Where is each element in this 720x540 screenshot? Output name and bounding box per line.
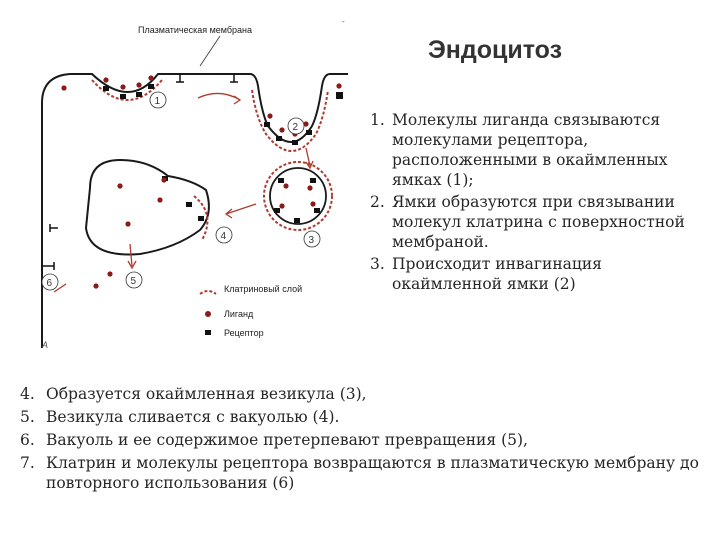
list-item: 7.Клатрин и молекулы рецептора возвращаю… bbox=[20, 454, 699, 492]
legend-clathrin: Клатриновый слой bbox=[224, 284, 302, 294]
list-item: 5.Везикула сливается с вакуолью (4). bbox=[20, 408, 340, 426]
panel-letter: A bbox=[41, 340, 48, 350]
process-arrows bbox=[53, 92, 314, 293]
legend-ligand-swatch bbox=[205, 311, 211, 317]
receptors-pit-2 bbox=[264, 122, 312, 145]
membrane-label: Плазматическая мембрана bbox=[138, 25, 252, 35]
svg-text:1: 1 bbox=[155, 96, 161, 107]
list-item: 3.Происходит инвагинация окаймленной ямк… bbox=[370, 255, 602, 293]
list-item: 2.Ямки образуются при связывании молекул… bbox=[370, 193, 685, 251]
steps-bottom-list: 4.Образуется окаймленная везикула (3), 5… bbox=[20, 384, 710, 496]
vacuole-4 bbox=[84, 158, 210, 256]
legend-receptor-swatch bbox=[205, 330, 211, 335]
legend-clathrin-swatch bbox=[199, 290, 217, 295]
list-item: 4.Образуется окаймленная везикула (3), bbox=[20, 385, 367, 403]
legend-ligand: Лиганд bbox=[224, 309, 254, 319]
legend: Клатриновый слой Лиганд Рецептор bbox=[199, 284, 302, 338]
coated-vesicle-3 bbox=[269, 167, 327, 225]
plasma-membrane bbox=[41, 73, 348, 336]
endocytosis-diagram: Плазматическая мембрана - bbox=[41, 18, 348, 350]
receptors-pit-1 bbox=[103, 84, 154, 99]
clathrin-coat-pit-1 bbox=[91, 79, 163, 101]
svg-text:6: 6 bbox=[47, 278, 53, 289]
surface-receptors bbox=[42, 74, 238, 270]
clathrin-coat-pit-2 bbox=[251, 89, 329, 152]
vacuole-5 bbox=[93, 271, 113, 289]
membrane-label-pointer bbox=[199, 35, 221, 67]
svg-text:4: 4 bbox=[221, 231, 227, 242]
ligands-pit-1 bbox=[103, 75, 154, 90]
legend-receptor: Рецептор bbox=[224, 328, 264, 338]
slide-title: Эндоцитоз bbox=[428, 36, 563, 64]
list-item: 1.Молекулы лиганда связываются молекулам… bbox=[370, 111, 668, 189]
vesicle-clathrin-coat bbox=[263, 161, 333, 231]
list-item: 6.Вакуоль и ее содержимое претерпевают п… bbox=[20, 431, 528, 449]
stage-numbers: 1 2 3 4 5 6 bbox=[41, 91, 321, 291]
svg-text:5: 5 bbox=[131, 276, 137, 287]
svg-text:2: 2 bbox=[293, 122, 299, 133]
svg-text:3: 3 bbox=[309, 235, 315, 246]
steps-right-list: 1.Молекулы лиганда связываются молекулам… bbox=[370, 110, 705, 296]
svg-text:-: - bbox=[342, 18, 345, 26]
